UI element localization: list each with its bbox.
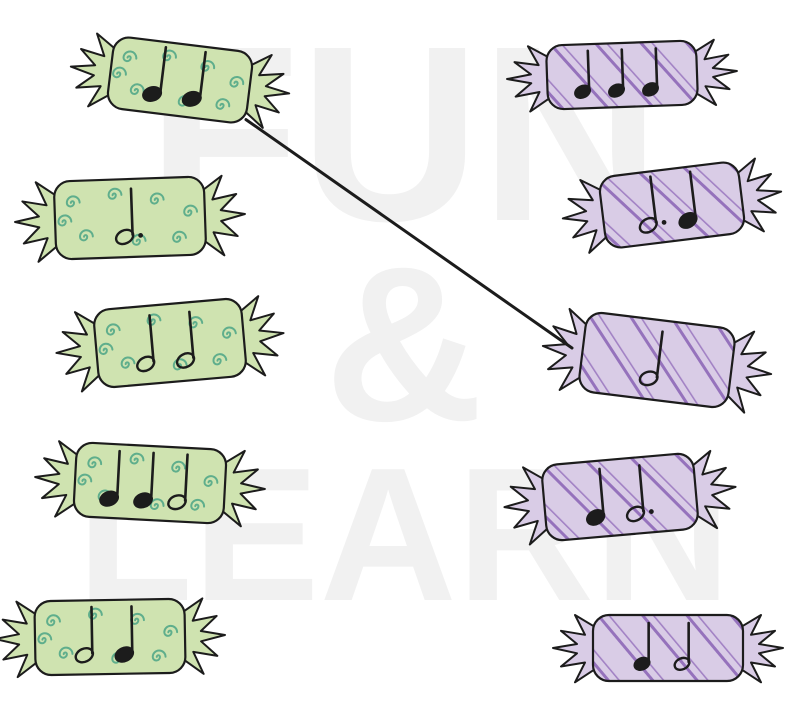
purple-candy-r3[interactable]	[538, 306, 776, 415]
candy-body	[541, 453, 699, 542]
candy-body	[593, 615, 743, 681]
candy-body	[578, 311, 737, 409]
candy-body	[598, 161, 746, 250]
purple-candy-r5[interactable]	[553, 615, 783, 682]
green-candy-l3[interactable]	[53, 294, 287, 393]
candy-body	[93, 298, 247, 389]
candy-wrapper-left-end	[0, 601, 40, 677]
candy-wrapper-right-end	[739, 615, 783, 682]
candy-body	[34, 599, 185, 676]
candy-wrapper-right-end	[692, 39, 738, 106]
green-candy-l5[interactable]	[0, 598, 226, 678]
